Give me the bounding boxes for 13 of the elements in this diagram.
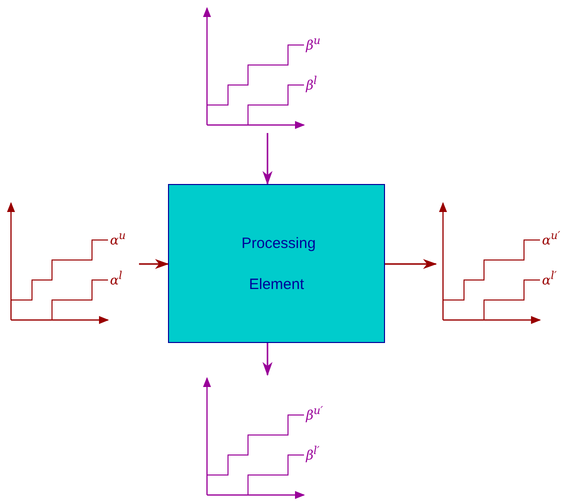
curve-label: α$^{u}$	[110, 228, 126, 250]
arrow	[139, 259, 169, 269]
curve-label: α$^{l′}$	[542, 268, 557, 290]
curve-label: β$^{u}$	[306, 33, 320, 54]
arrow	[385, 259, 437, 269]
curve-label: α$^{l}$	[110, 268, 122, 290]
curve-label: β$^{u′}$	[306, 403, 323, 424]
arrow	[262, 343, 272, 376]
curve-label: α$^{u′}$	[542, 228, 560, 250]
arrow	[262, 133, 272, 185]
curve-label: β$^{l}$	[306, 73, 317, 94]
curve-label: β$^{l′}$	[306, 443, 320, 464]
processing-box	[168, 184, 385, 343]
